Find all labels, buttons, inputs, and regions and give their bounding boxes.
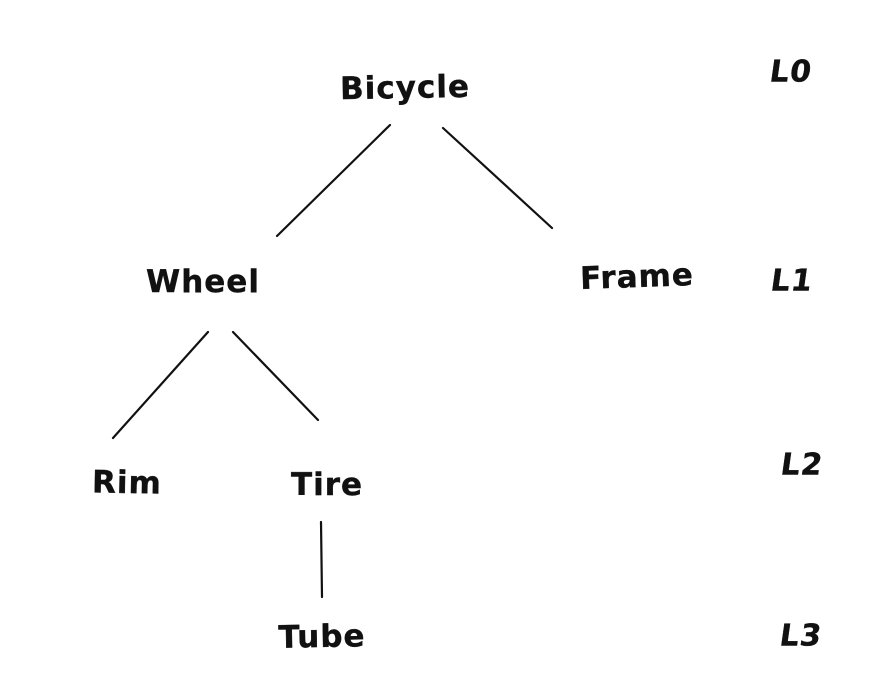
edge-wheel-tire xyxy=(231,330,320,422)
edge-bicycle-frame xyxy=(441,126,554,230)
node-wheel: Wheel xyxy=(146,264,260,300)
level-label-l2: L2 xyxy=(778,447,826,483)
edge-bicycle-wheel xyxy=(275,123,392,238)
level-label-l1: L1 xyxy=(768,263,816,299)
edge-tire-tube xyxy=(319,520,324,599)
level-label-l0: L0 xyxy=(767,54,815,90)
node-tube: Tube xyxy=(278,618,366,656)
node-rim: Rim xyxy=(91,464,163,502)
node-frame: Frame xyxy=(579,257,695,297)
node-tire: Tire xyxy=(290,467,364,503)
node-bicycle: Bicycle xyxy=(339,68,471,108)
edge-wheel-rim xyxy=(111,330,210,440)
level-label-l3: L3 xyxy=(777,618,825,654)
